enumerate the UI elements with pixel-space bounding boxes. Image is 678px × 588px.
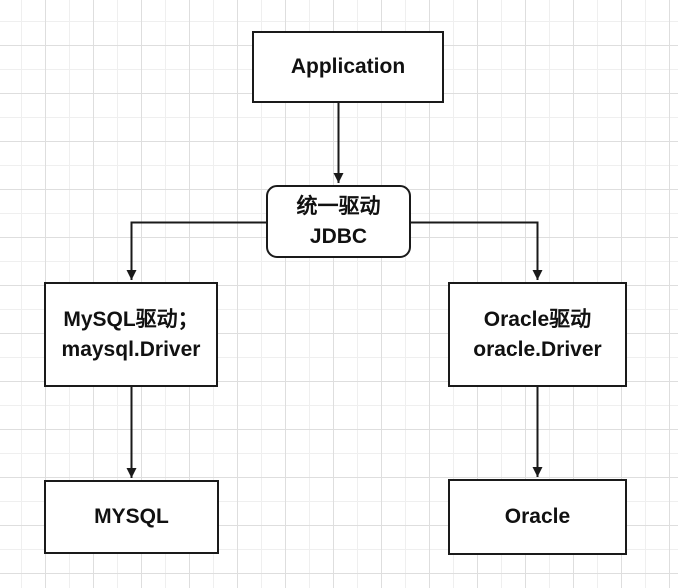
edge-jdbc-mysql-driver[interactable] — [126, 221, 267, 281]
node-label: Oracle — [504, 505, 571, 528]
node-oracle-driver[interactable]: Oracle驱动 oracle.Driver — [448, 282, 627, 387]
node-label-line1: Oracle驱动 — [483, 307, 592, 331]
node-label-line2: maysql.Driver — [61, 337, 201, 361]
node-label-line1: MySQL驱动； — [63, 307, 199, 331]
node-jdbc[interactable]: 统一驱动 JDBC — [266, 185, 411, 258]
node-label: MYSQL — [94, 505, 169, 528]
node-oracle-db[interactable]: Oracle — [448, 479, 627, 555]
node-label-line2: JDBC — [309, 224, 368, 248]
node-label-line2: oracle.Driver — [473, 337, 602, 361]
node-label-line1: 统一驱动 — [296, 194, 381, 218]
node-mysql-db[interactable]: MYSQL — [44, 480, 219, 554]
node-mysql-driver[interactable]: MySQL驱动； maysql.Driver — [44, 282, 218, 387]
node-label: Application — [290, 55, 406, 78]
edge-jdbc-oracle-driver[interactable] — [411, 221, 543, 281]
node-application[interactable]: Application — [252, 31, 444, 103]
